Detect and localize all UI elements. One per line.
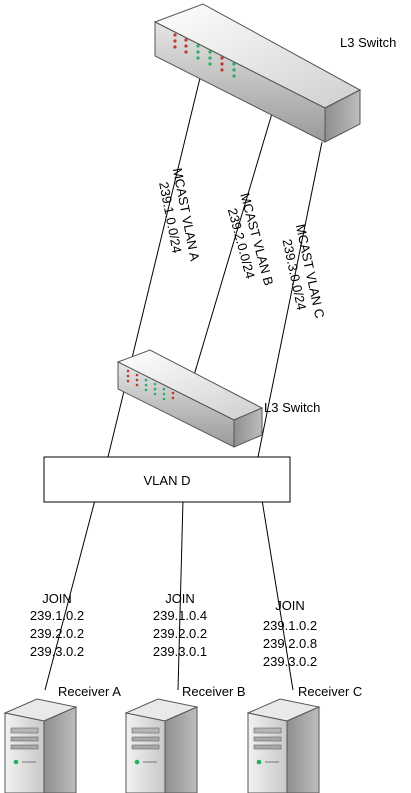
- core-switch[interactable]: [153, 3, 362, 143]
- join-group-a-2: 239.2.0.2: [30, 626, 84, 641]
- join-group-c-3: 239.3.0.2: [263, 654, 317, 669]
- receiver-line-b: [177, 499, 184, 691]
- uplink-line-c: [257, 141, 323, 458]
- vlan-d-box[interactable]: [43, 456, 291, 503]
- uplink-line-a: [107, 77, 201, 458]
- dist-switch-label: L3 Switch: [264, 400, 320, 415]
- join-group-a: JOIN 239.1.0.2 239.2.0.2 239.3.0.2: [30, 591, 84, 659]
- dist-switch[interactable]: [116, 349, 264, 448]
- server-side-icon: [43, 706, 77, 793]
- server-side-icon: [286, 706, 320, 793]
- receiver-line-c: [261, 499, 294, 691]
- core-switch-leds: [173, 33, 236, 78]
- receiver-c-label: Receiver C: [298, 684, 362, 699]
- core-switch-side: [324, 89, 361, 143]
- join-group-b-2: 239.2.0.2: [153, 626, 207, 641]
- join-group-b: JOIN 239.1.0.4 239.2.0.2 239.3.0.1: [153, 591, 207, 659]
- receiver-lines: [44, 499, 294, 691]
- server-side-icon: [164, 706, 198, 793]
- server-front-icon: [125, 712, 166, 793]
- join-group-c-2: 239.2.0.8: [263, 636, 317, 651]
- receiver-a-server[interactable]: [3, 698, 78, 793]
- uplink-line-b: [191, 109, 274, 383]
- join-group-c: JOIN 239.1.0.2 239.2.0.8 239.3.0.2: [263, 598, 317, 669]
- receiver-b-server[interactable]: [124, 698, 199, 793]
- core-switch-label: L3 Switch: [340, 35, 396, 50]
- vlan-d-label: VLAN D: [144, 473, 191, 488]
- join-group-b-3: 239.3.0.1: [153, 644, 207, 659]
- dist-switch-side: [233, 407, 263, 448]
- join-group-c-1: 239.1.0.2: [263, 618, 317, 633]
- receiver-a-label: Receiver A: [58, 684, 121, 699]
- server-front-icon: [4, 712, 45, 793]
- join-label-a: JOIN: [42, 591, 72, 606]
- join-label-c: JOIN: [275, 598, 305, 613]
- receiver-b-label: Receiver B: [182, 684, 246, 699]
- receiver-c-server[interactable]: [246, 698, 321, 793]
- join-group-a-1: 239.1.0.2: [30, 608, 84, 623]
- uplink-label-a: MCAST VLAN A 239.1.0.0/24: [156, 167, 202, 263]
- uplink-label-c: MCAST VLAN C 239.3.0.0/24: [280, 223, 328, 320]
- dist-switch-leds: [126, 369, 175, 401]
- join-group-b-1: 239.1.0.4: [153, 608, 207, 623]
- uplink-lines: [107, 77, 323, 458]
- receiver-line-a: [44, 499, 96, 691]
- join-label-b: JOIN: [165, 591, 195, 606]
- server-front-icon: [247, 712, 288, 793]
- join-group-a-3: 239.3.0.2: [30, 644, 84, 659]
- uplink-label-b: MCAST VLAN B 239.2.0.0/24: [225, 191, 277, 287]
